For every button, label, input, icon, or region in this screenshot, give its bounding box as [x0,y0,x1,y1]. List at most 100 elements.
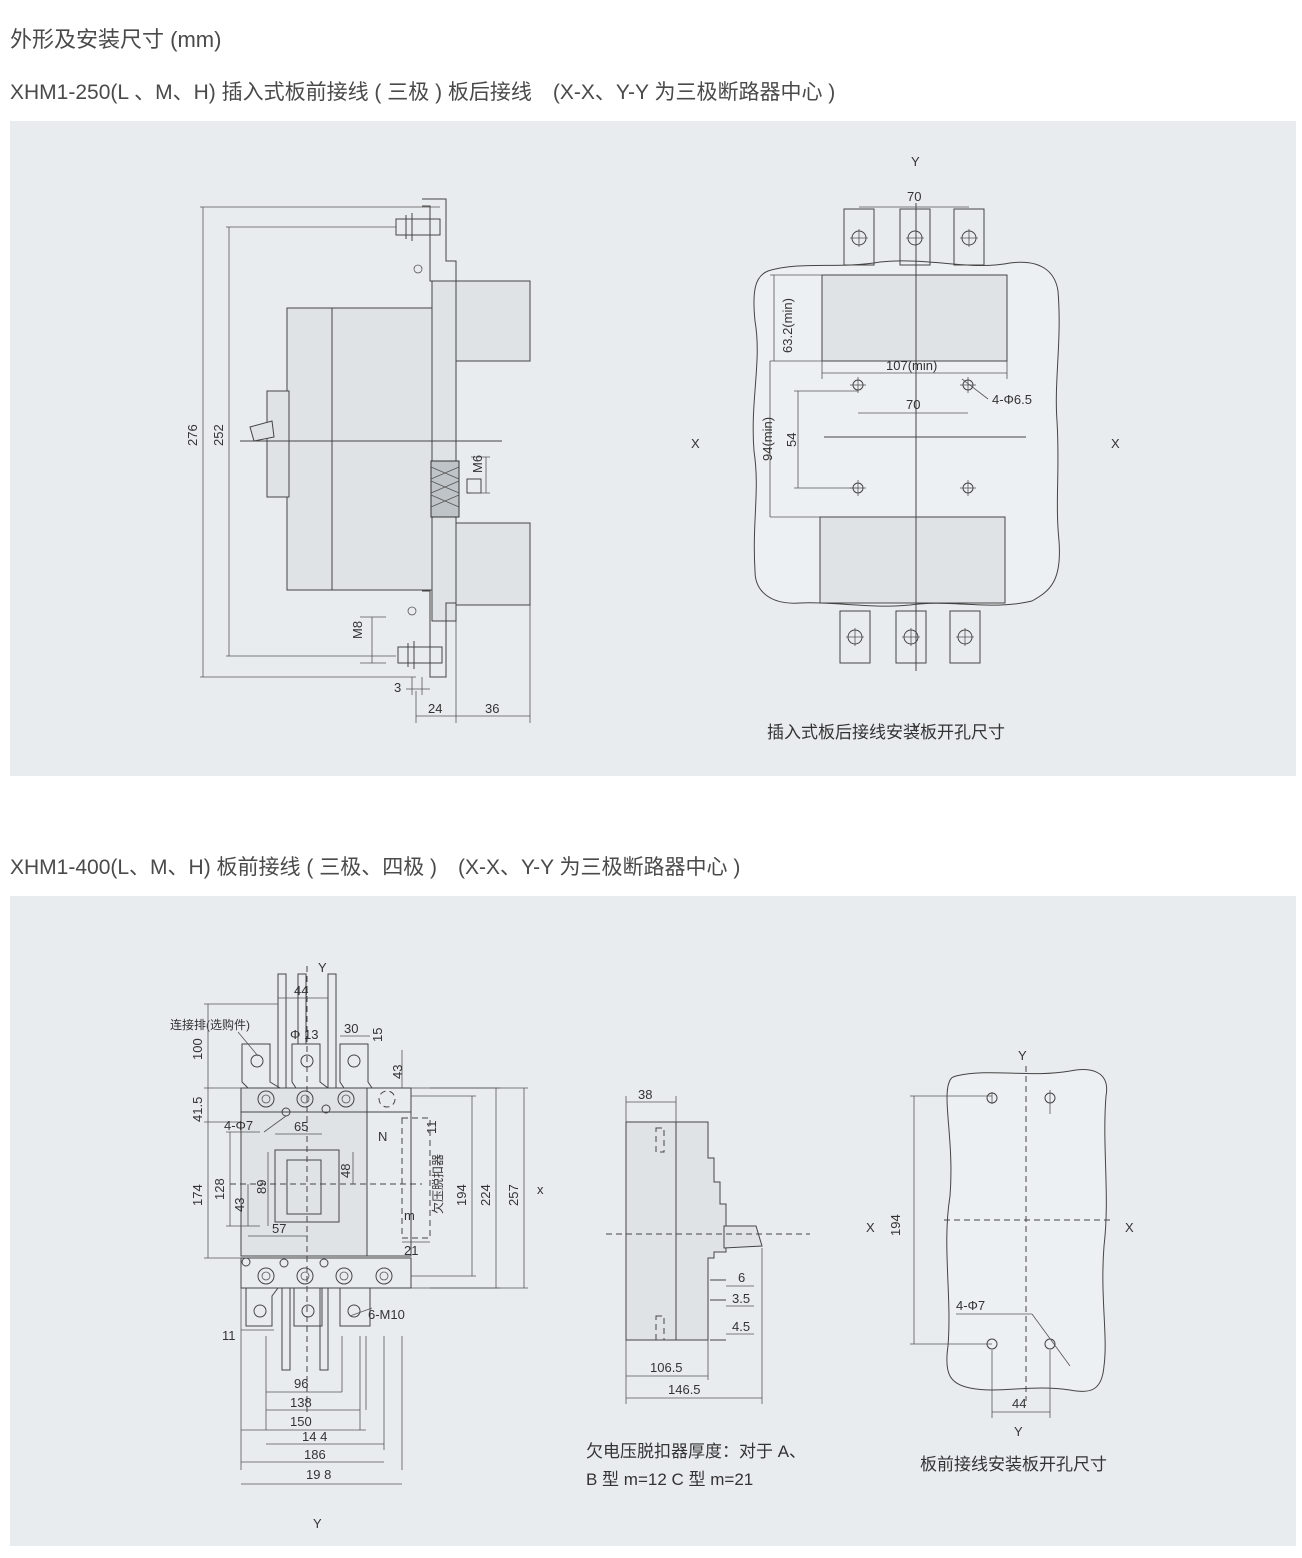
cutout-bottom [819,516,1006,604]
dim-107: 107(min) [886,358,937,373]
axis-x-right: X [1111,436,1120,451]
dim-186: 186 [304,1447,326,1462]
handle-base [266,390,290,498]
dim-21: 21 [404,1243,418,1258]
dim-24: 24 [428,701,442,716]
dim-194-cutout: 194 [888,1214,903,1236]
dim-276: 276 [185,424,200,446]
dim-phi13: Φ 13 [290,1027,318,1042]
section2-heading: XHM1-400(L、M、H) 板前接线 ( 三极、四极 ) (X-X、Y-Y … [10,856,741,879]
dim-54: 54 [784,433,799,447]
mounting-plate [431,280,457,622]
axis-x-left-cutout: X [866,1220,875,1235]
bottom-stud [397,646,443,664]
dim-4-5: 4.5 [732,1319,750,1334]
dim-63-2: 63.2(min) [780,298,795,353]
dim-70-mid: 70 [906,397,920,412]
front-view-400: Y Y x 连接排(选购件) 44 Φ 13 30 15 100 43 41.5… [170,960,544,1531]
axis-y-bottom-400: Y [313,1516,322,1531]
label-n: N [378,1129,387,1144]
dim-100: 100 [190,1038,205,1060]
dim-198: 19 8 [306,1467,331,1482]
axis-y-top-400: Y [318,960,327,975]
dim-252: 252 [211,424,226,446]
panel-outline-400 [946,1069,1108,1392]
dim-194: 194 [454,1184,469,1206]
axis-x-left: X [691,436,700,451]
breaker-body [286,307,433,591]
axis-y-top: Y [911,154,920,169]
dim-43-a: 43 [390,1065,405,1079]
bottom-screws [241,1257,393,1285]
dim-174: 174 [190,1184,205,1206]
undervoltage-release-outline [401,1117,431,1239]
page-title: 外形及安装尺寸 (mm) [10,27,222,52]
handle [249,420,275,442]
dim-138: 138 [290,1395,312,1410]
dim-11-a: 11 [424,1121,439,1135]
dim-146-5: 146.5 [668,1382,701,1397]
top-terminals [843,208,985,266]
dim-257: 257 [506,1184,521,1206]
undervoltage-note-line1: 欠电压脱扣器厚度：对于 A、 [586,1442,806,1461]
dim-30: 30 [344,1021,358,1036]
top-stud [395,218,441,236]
axis-y-bottom: Y [912,720,921,735]
dim-3: 3 [394,680,401,695]
side-view-250: 276 252 M6 M8 3 24 36 [185,198,531,723]
handle [286,1159,322,1215]
dim-48: 48 [338,1164,353,1178]
side-handle [723,1225,763,1249]
dim-106-5: 106.5 [650,1360,683,1375]
dim-44-top: 44 [294,983,308,998]
dim-70-top: 70 [907,189,921,204]
dim-36: 36 [485,701,499,716]
dim-57: 57 [272,1221,286,1236]
xhm1-400-drawing: Y Y x 连接排(选购件) 44 Φ 13 30 15 100 43 41.5… [170,960,1134,1531]
cutout-top [821,274,1008,362]
bottom-terminal-block [455,522,531,606]
axis-x-400: x [537,1182,544,1197]
label-m: m [404,1208,415,1223]
dim-phi7-cutout: 4-Φ7 [956,1298,985,1313]
diagram-panel-2: Y Y x 连接排(选购件) 44 Φ 13 30 15 100 43 41.5… [10,896,1296,1546]
cutout-caption-1: 插入式板后接线安装板开孔尺寸 [767,723,1005,742]
dim-3-5: 3.5 [732,1291,750,1306]
dim-96: 96 [294,1376,308,1391]
diagram-panel-1: 276 252 M6 M8 3 24 36 [10,121,1296,776]
dim-6: 6 [738,1270,745,1285]
dim-224: 224 [478,1184,493,1206]
dim-144: 14 4 [302,1429,327,1444]
dim-m6: M6 [470,455,485,473]
xhm1-250-drawing: 276 252 M6 M8 3 24 36 [185,154,1120,742]
dim-15: 15 [370,1028,385,1042]
busbar-label: 连接排(选购件) [170,1017,250,1032]
axis-y-top-cutout: Y [1018,1048,1027,1063]
dim-38: 38 [638,1087,652,1102]
breaker-case [240,1087,368,1257]
axis-x-right-cutout: X [1125,1220,1134,1235]
dim-m8: M8 [350,621,365,639]
m6-insert [430,460,460,518]
dim-65: 65 [294,1119,308,1134]
cutout-caption-2: 板前接线安装板开孔尺寸 [920,1455,1107,1474]
fourth-pole [366,1087,412,1257]
top-screws [257,1090,396,1117]
cutout-view-250: Y Y X X 70 63.2(min) 107(min) 4-Φ6.5 70 … [691,154,1120,742]
undervoltage-label: 欠压脱扣器 [430,1154,445,1214]
dim-94: 94(min) [760,417,775,461]
dim-150: 150 [290,1414,312,1429]
bottom-terminals [839,610,981,664]
dim-89: 89 [254,1180,269,1194]
section1-heading: XHM1-250(L 、M、H) 插入式板前接线 ( 三极 ) 板后接线 (X-… [10,81,836,104]
dim-11-b: 11 [222,1328,236,1343]
dim-6-m10: 6-M10 [368,1307,405,1322]
dim-phi7: 4-Φ7 [224,1118,253,1133]
dim-41-5: 41.5 [190,1097,205,1122]
dim-128: 128 [212,1178,227,1200]
dim-43-b: 43 [232,1198,247,1212]
dim-44-cutout: 44 [1012,1396,1026,1411]
dim-phi-6-5: 4-Φ6.5 [992,392,1032,407]
side-view-400: 38 6 3.5 4.5 106.5 146.5 欠电压脱扣器厚度：对于 A、 … [586,1087,810,1489]
bottom-busbars [245,1287,371,1371]
